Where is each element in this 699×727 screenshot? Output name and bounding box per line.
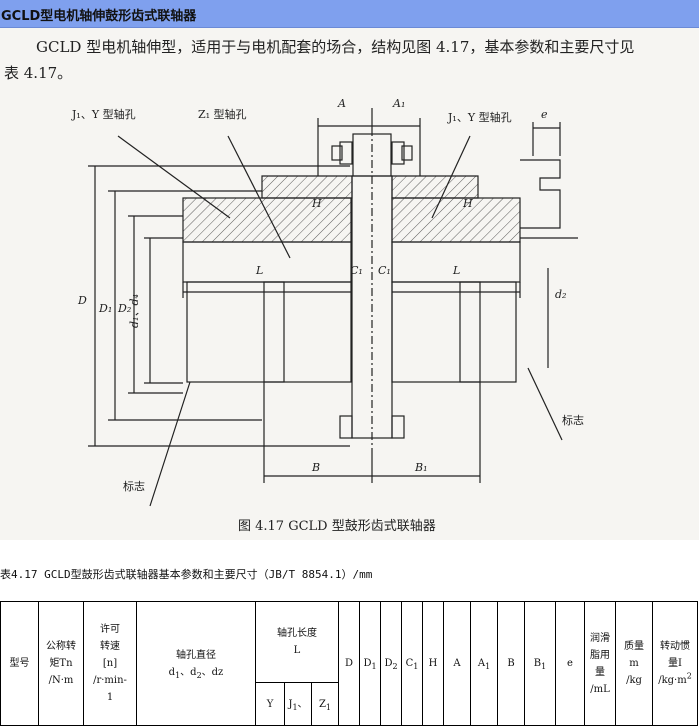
intro-line-2: 表 4.17。 bbox=[4, 64, 73, 82]
dim-D1: D₁ bbox=[98, 302, 112, 315]
dim-L-right: L bbox=[452, 264, 460, 277]
col-B1: B1 bbox=[524, 601, 556, 726]
col-torque: 公称转矩Tn/N·m bbox=[38, 601, 84, 726]
col-speed: 许可转速[n]/r·min-1 bbox=[83, 601, 137, 726]
dim-e: e bbox=[541, 108, 548, 121]
dim-d1-d4: d₁、d₄ bbox=[128, 294, 141, 328]
window-title: GCLD型电机轴伸鼓形齿式联轴器 bbox=[1, 9, 197, 24]
table-header-row-1: 型号 公称转矩Tn/N·m 许可转速[n]/r·min-1 轴孔直径 d1、d2… bbox=[0, 601, 698, 726]
label-jy-right: J₁、Y 型轴孔 bbox=[447, 110, 512, 124]
figure-caption: 图 4.17 GCLD 型鼓形齿式联轴器 bbox=[238, 519, 436, 534]
col-bore-length-z1: Z1 bbox=[311, 682, 339, 726]
intro-line-1: GCLD 型电机轴伸型，适用于与电机配套的场合，结构见图 4.17，基本参数和主… bbox=[36, 38, 635, 56]
dim-B: B bbox=[311, 461, 320, 474]
parameter-table: 型号 公称转矩Tn/N·m 许可转速[n]/r·min-1 轴孔直径 d1、d2… bbox=[0, 601, 698, 726]
col-C1: C1 bbox=[401, 601, 423, 726]
col-D1: D1 bbox=[359, 601, 381, 726]
label-mark-right: 标志 bbox=[562, 413, 584, 427]
col-D2: D2 bbox=[380, 601, 402, 726]
col-bore-diameter: 轴孔直径 d1、d2、dz bbox=[136, 601, 256, 726]
col-D: D bbox=[338, 601, 360, 726]
dim-H-left: H bbox=[311, 197, 322, 210]
dim-B1: B₁ bbox=[414, 461, 428, 474]
col-bore-length-y: Y bbox=[255, 682, 285, 726]
dim-H-right: H bbox=[462, 197, 473, 210]
dim-A1: A₁ bbox=[392, 97, 405, 110]
window-title-bar: GCLD型电机轴伸鼓形齿式联轴器 bbox=[0, 0, 699, 28]
col-e: e bbox=[555, 601, 585, 726]
col-model: 型号 bbox=[0, 601, 39, 726]
col-grease: 润滑脂用量/mL bbox=[584, 601, 616, 726]
col-B: B bbox=[497, 601, 525, 726]
right-hub-section bbox=[391, 197, 521, 243]
dim-A: A bbox=[337, 97, 346, 110]
col-A1: A1 bbox=[470, 601, 498, 726]
dim-d2: d₂ bbox=[555, 288, 566, 301]
col-bore-length-j1: J1、 bbox=[284, 682, 312, 726]
label-z1-hole: Z₁ 型轴孔 bbox=[198, 107, 247, 121]
col-H: H bbox=[422, 601, 444, 726]
left-hub-section bbox=[182, 197, 352, 243]
dim-C1-left: C₁ bbox=[350, 264, 363, 277]
col-inertia: 转动惯量I/kg·m2 bbox=[652, 601, 698, 726]
dim-C1-right: C₁ bbox=[378, 264, 391, 277]
label-mark-left: 标志 bbox=[123, 479, 145, 493]
table-header-row-2: Y J1、 Z1 bbox=[1, 682, 698, 726]
table-caption: 表4.17 GCLD型鼓形齿式联轴器基本参数和主要尺寸（JB/T 8854.1）… bbox=[0, 568, 373, 581]
dim-L-left: L bbox=[255, 264, 263, 277]
dim-D: D bbox=[77, 294, 87, 307]
figure-scan: GCLD 型电机轴伸型，适用于与电机配套的场合，结构见图 4.17，基本参数和主… bbox=[0, 28, 699, 540]
label-jy-left: J₁、Y 型轴孔 bbox=[71, 107, 136, 121]
dim-D2: D₂ bbox=[117, 302, 131, 315]
coupling-drawing: J₁、Y 型轴孔 Z₁ 型轴孔 J₁、Y 型轴孔 标志 标志 A A₁ e H … bbox=[71, 97, 584, 534]
col-A: A bbox=[443, 601, 471, 726]
